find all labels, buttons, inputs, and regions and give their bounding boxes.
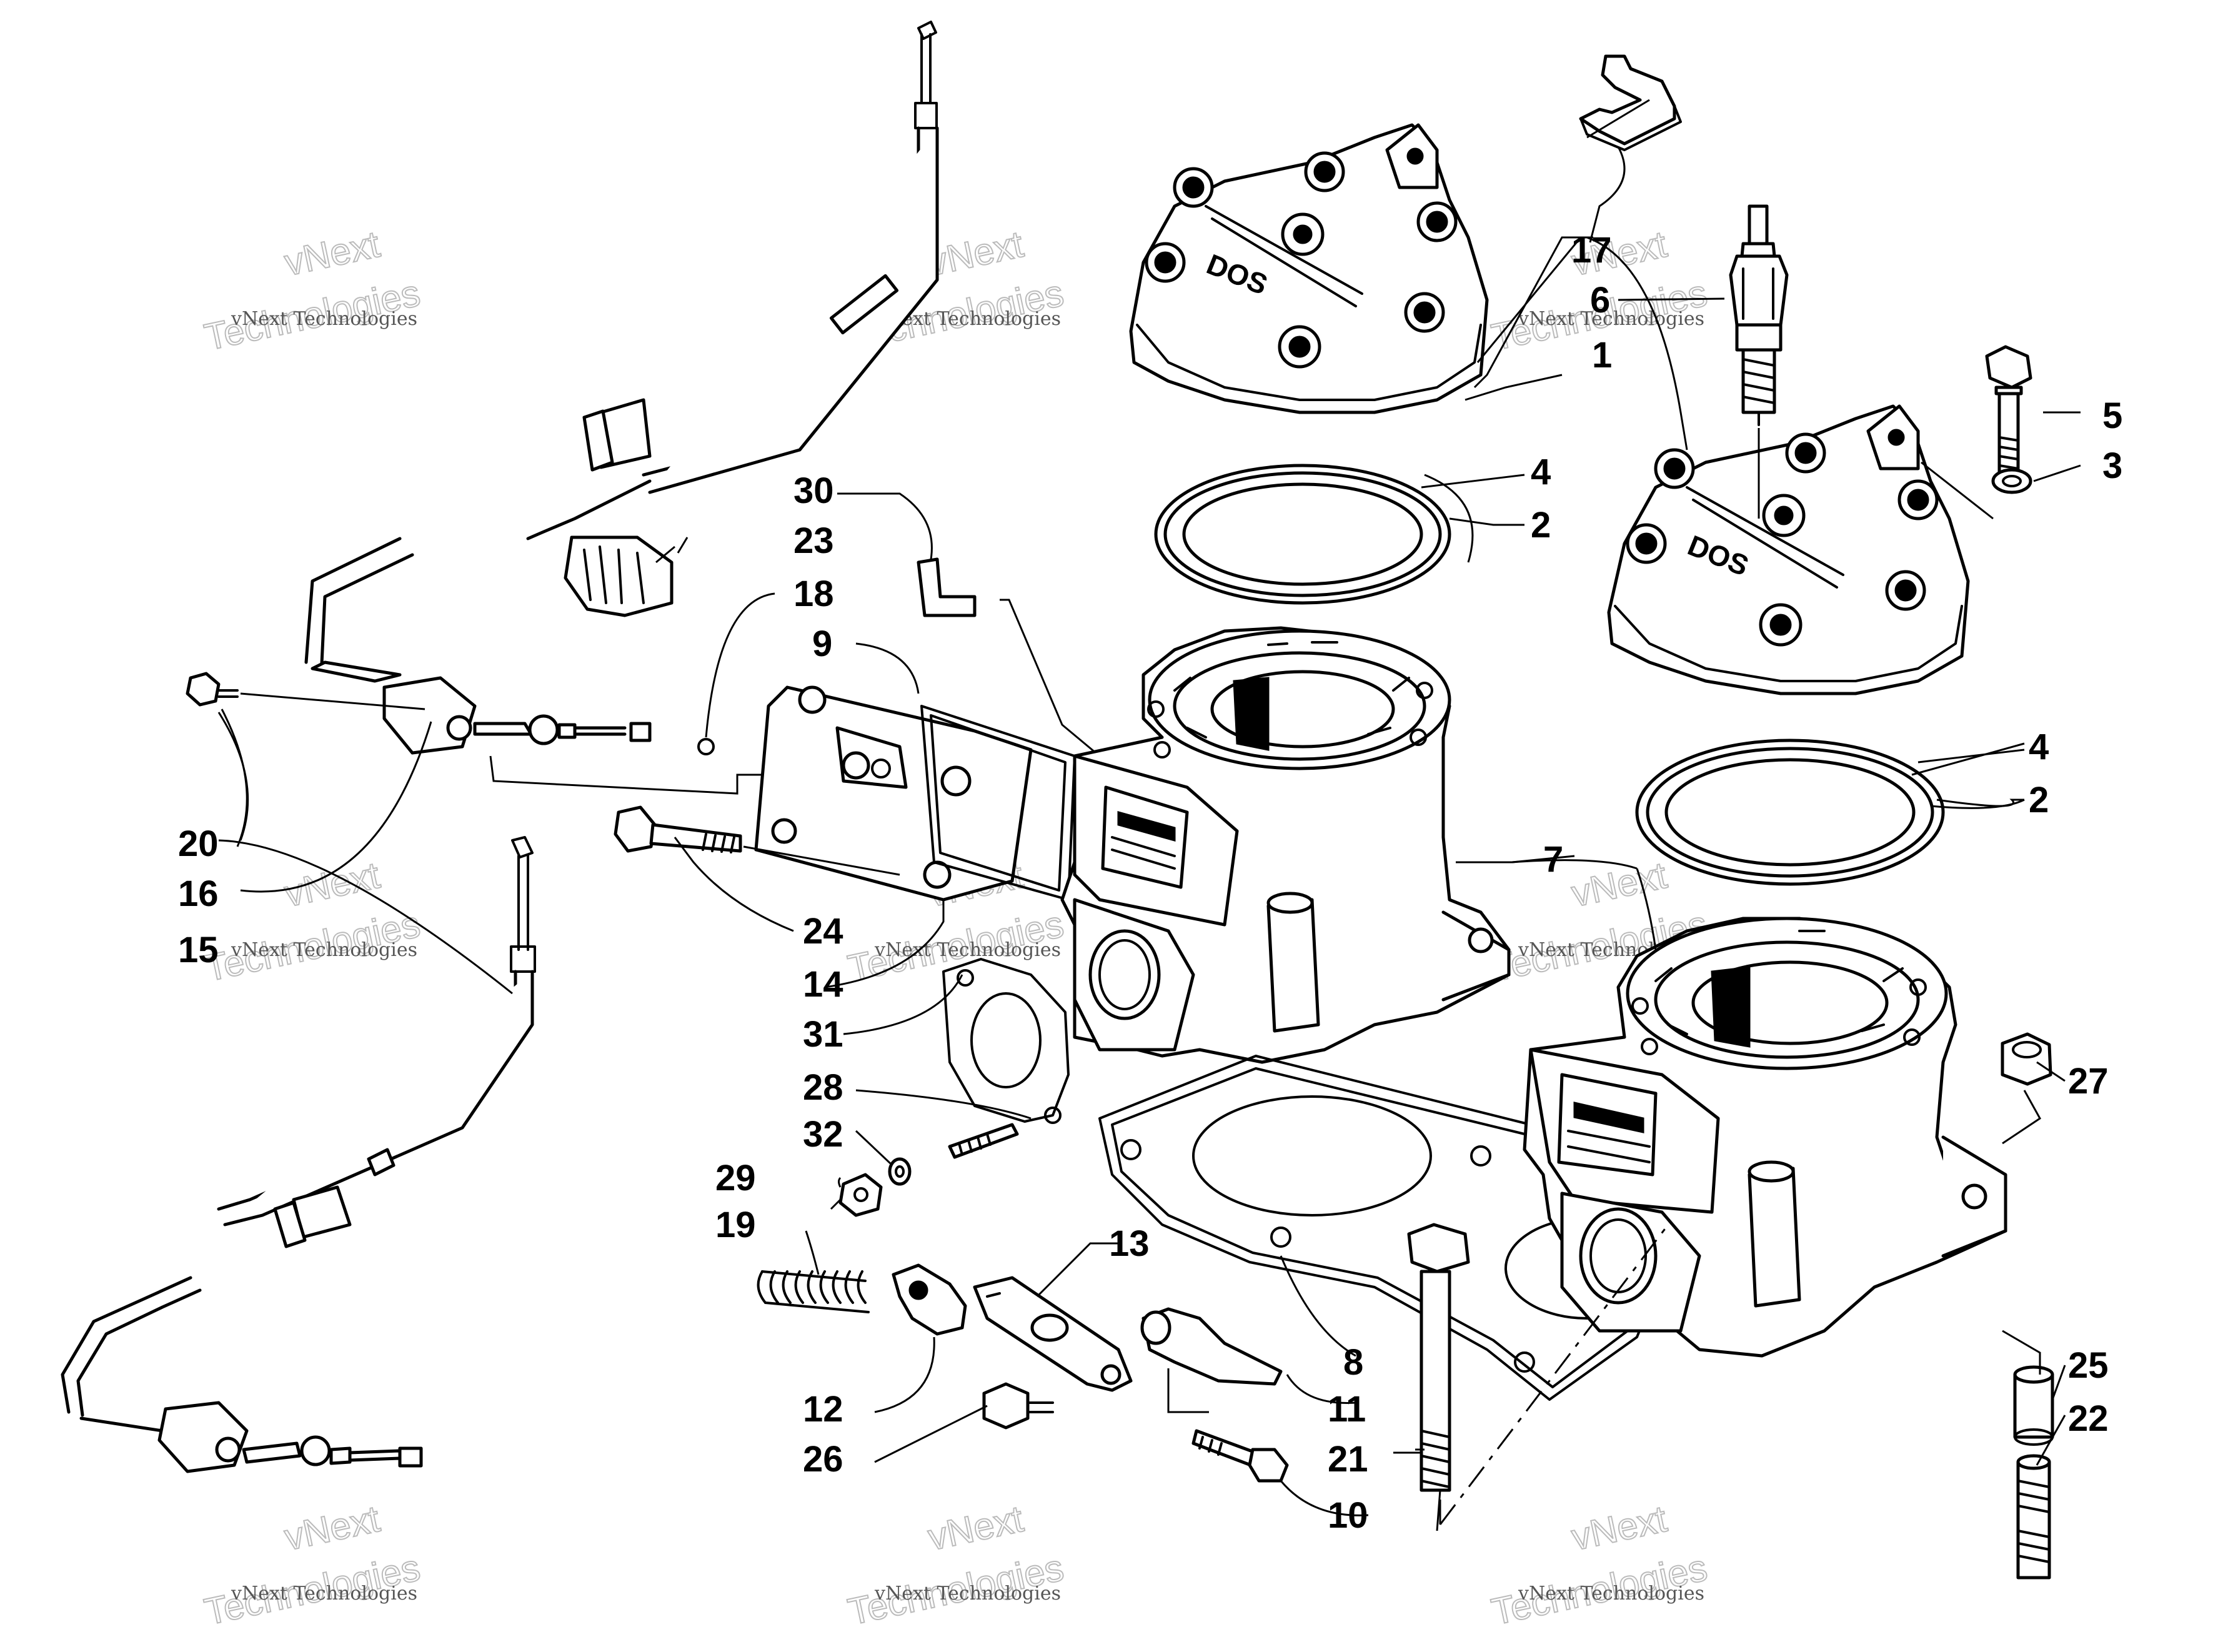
- callout-28: 28: [803, 1067, 843, 1108]
- callout-16: 16: [178, 873, 219, 914]
- callout-18: 18: [793, 574, 834, 614]
- part-17-clip: [1579, 54, 1682, 151]
- part-5-bolt: [1985, 345, 2032, 489]
- callout-17: 17: [1571, 230, 1612, 271]
- part-24-bolt: [614, 805, 900, 876]
- callout-32: 32: [803, 1114, 843, 1155]
- part-32-washer: [888, 1157, 912, 1186]
- part-1-cylinder-head-lower: DOS: [1607, 404, 1970, 695]
- callout-19: 19: [715, 1205, 756, 1245]
- watermark-vnext: vNext: [1568, 854, 1670, 915]
- callout-3: 3: [2102, 445, 2122, 486]
- callout-15: 15: [178, 930, 219, 970]
- alignment-lines: [1436, 461, 2041, 1531]
- part-10-bolt: [1191, 1429, 1289, 1483]
- part-3-washer: [1991, 468, 2032, 494]
- part-30-elbow: [917, 557, 1100, 757]
- callout-30: 30: [793, 470, 834, 511]
- part-28-stud: [948, 1123, 1019, 1159]
- part-11-valve-blade: [1140, 1307, 1283, 1386]
- callout-27: 27: [2068, 1061, 2109, 1102]
- callout-2: 2: [2029, 780, 2049, 820]
- part-27-nut: [2001, 1032, 2052, 1086]
- watermark-line: vNext Technologies: [1518, 1583, 1704, 1605]
- callout-5: 5: [2102, 396, 2122, 436]
- callout-14: 14: [803, 964, 843, 1005]
- callout-12: 12: [803, 1389, 843, 1430]
- part-22-stud: [2016, 1454, 2051, 1580]
- watermark-vnext: vNext: [924, 1498, 1027, 1558]
- callout-2: 2: [1531, 505, 1551, 545]
- callout-24: 24: [803, 911, 843, 952]
- callout-4: 4: [2029, 727, 2049, 767]
- watermark-vnext: vNext: [281, 1498, 383, 1558]
- part-25-spacer: [2013, 1365, 2054, 1446]
- callout-13: 13: [1109, 1223, 1150, 1264]
- callout-8: 8: [1343, 1342, 1363, 1383]
- callout-4: 4: [1531, 452, 1551, 492]
- callout-11: 11: [1328, 1389, 1366, 1430]
- callout-23: 23: [793, 520, 834, 561]
- watermark-line: vNext Technologies: [231, 939, 417, 961]
- watermark: vNext Technologies vNext Technologies: [200, 1497, 424, 1634]
- callout-21: 21: [1328, 1439, 1368, 1480]
- watermark-line: vNext Technologies: [231, 308, 417, 330]
- watermark-line: vNext Technologies: [874, 1583, 1061, 1605]
- watermark-vnext: vNext: [281, 223, 383, 284]
- watermark: vNext Technologies vNext Technologies: [843, 1497, 1068, 1634]
- part-2-4-gasket-upper: [1154, 464, 1451, 605]
- part-18-oring: [697, 738, 715, 755]
- part-31-gasket: [942, 958, 1070, 1124]
- part-19-spring: [757, 1270, 870, 1313]
- watermark-line: vNext Technologies: [874, 939, 1061, 961]
- watermark-vnext: vNext: [1568, 1498, 1670, 1558]
- callout-6: 6: [1590, 280, 1610, 321]
- callout-29: 29: [715, 1158, 756, 1198]
- part-12-lever: [892, 1263, 967, 1336]
- part-21-long-bolt: [1407, 1223, 1470, 1492]
- part-7-cylinder-right: [1523, 917, 2007, 1358]
- callout-26: 26: [803, 1439, 843, 1480]
- callout-10: 10: [1328, 1495, 1368, 1536]
- part-26-screw: [982, 1382, 1054, 1430]
- cable-upper: [304, 21, 939, 795]
- callout-9: 9: [812, 624, 832, 664]
- part-2-4-gasket-lower: [1635, 739, 1945, 886]
- callout-22: 22: [2068, 1398, 2109, 1439]
- leader-lines: [217, 99, 2081, 1516]
- watermark-vnext: vNext: [281, 854, 383, 915]
- part-1-cylinder-head-upper: DOS: [1129, 123, 1489, 414]
- watermark-vnext: vNext: [924, 223, 1027, 284]
- watermark-line: vNext Technologies: [231, 1583, 417, 1605]
- part-23-clip: [564, 535, 674, 617]
- part-6-spark-plug: [1729, 204, 1789, 519]
- watermark-line: vNext Technologies: [1518, 308, 1704, 330]
- watermark: vNext Technologies vNext Technologies: [200, 853, 424, 990]
- callout-20: 20: [178, 824, 219, 864]
- part-29-nut: [838, 1173, 883, 1217]
- watermark: vNext Technologies vNext Technologies: [1487, 1497, 1711, 1634]
- callout-labels: 1 2 2 3 4 4 5 6 7 8 9 10 11 12 13 14 15 …: [178, 230, 2122, 1536]
- part-7-cylinder-left: [1060, 626, 1511, 1064]
- part-20-screw: [186, 672, 425, 710]
- callout-31: 31: [803, 1014, 843, 1055]
- callout-7: 7: [1543, 839, 1563, 880]
- callout-25: 25: [2068, 1345, 2109, 1386]
- part-9-valve-housing: [754, 685, 1033, 902]
- watermark: vNext Technologies vNext Technologies: [200, 222, 424, 359]
- cable-lower: [61, 836, 536, 1473]
- part-13-link-arm: [973, 1276, 1133, 1392]
- callout-1: 1: [1592, 335, 1612, 376]
